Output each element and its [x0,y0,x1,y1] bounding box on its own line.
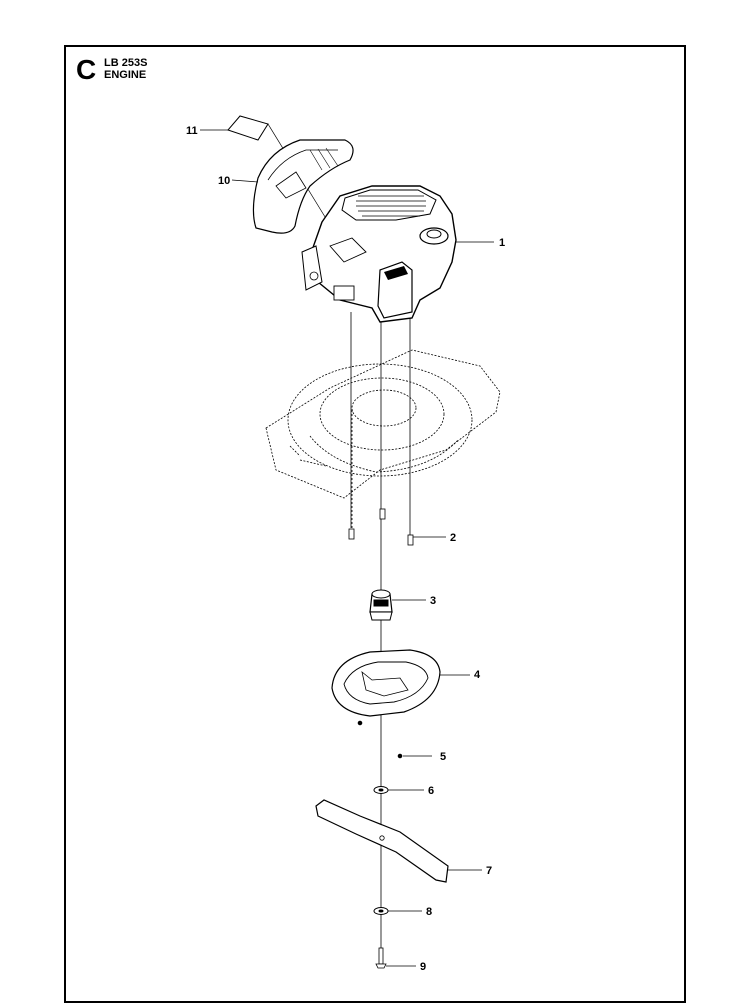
callout-9: 9 [420,961,426,973]
callout-11: 11 [186,125,198,137]
callout-4: 4 [474,669,481,681]
callout-1: 1 [499,237,505,249]
leader-lines-top [200,129,259,183]
part-1-engine [301,185,494,323]
callout-3: 3 [430,595,436,607]
page-frame [64,45,686,1003]
part-4-fan [331,649,470,717]
section-letter: C [76,54,97,85]
mower-deck [265,349,501,499]
callout-5: 5 [440,751,446,763]
part-10-engine-cover [252,139,354,234]
callout-2: 2 [450,532,456,544]
part-2-bolts [348,508,446,546]
callout-8: 8 [426,906,432,918]
callout-labels: 1 2 3 4 5 6 7 8 9 10 11 [186,125,505,973]
part-9-blade-bolt [375,947,416,969]
model-label: LB 253S [104,57,148,69]
part-6-washer [373,786,424,794]
group-label: ENGINE [104,69,147,81]
part-5-screws [357,720,432,759]
assembly-axis-lines [350,312,411,966]
part-3-blade-adapter [369,589,426,621]
part-8-washer [373,907,422,915]
part-7-blade [315,799,482,883]
callout-6: 6 [428,785,434,797]
callout-10: 10 [218,175,230,187]
callout-7: 7 [486,865,492,877]
